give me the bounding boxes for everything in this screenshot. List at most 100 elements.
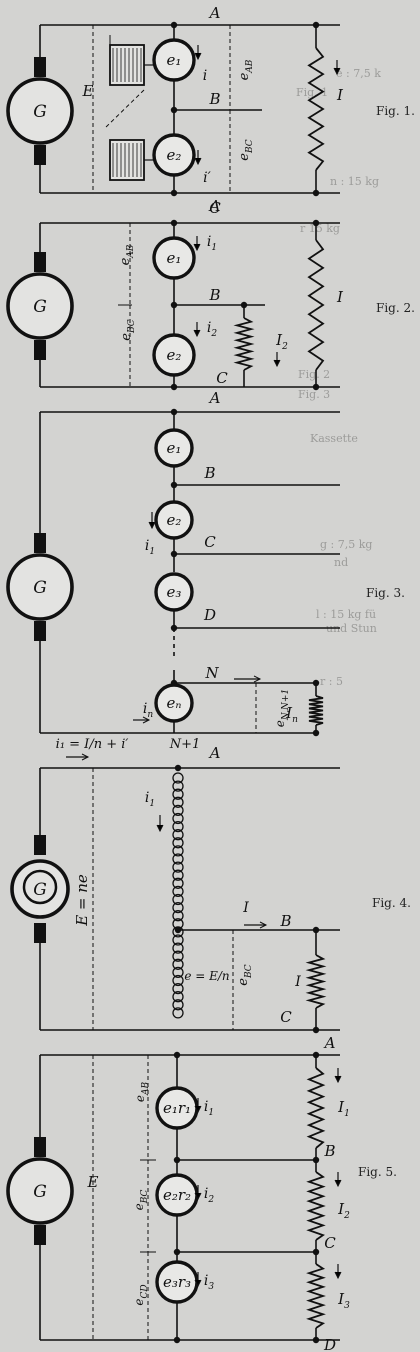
coil-turn-icon — [172, 861, 184, 873]
coil-turn-icon — [172, 796, 184, 808]
arrow-head — [259, 921, 268, 929]
figure-caption: Fig. 1. — [376, 104, 415, 118]
coil-turn-icon — [172, 942, 184, 954]
coil-turn-icon — [172, 853, 184, 865]
node-A: A — [208, 197, 221, 215]
brush-icon — [34, 57, 46, 77]
voltage-E: E = ne — [73, 874, 91, 927]
node-B: B — [279, 912, 291, 930]
coil-turn-icon — [172, 845, 184, 857]
node-A: A — [323, 1034, 336, 1052]
generator-inner-icon — [22, 869, 58, 905]
node-C: C — [209, 199, 221, 217]
arrow-head — [194, 1279, 202, 1288]
bleed-through-text: Kassette — [310, 432, 358, 445]
node-B: B — [323, 1142, 335, 1160]
coil-icon — [109, 44, 145, 86]
bleed-through-text: r : 5 — [320, 675, 343, 688]
coil-turn-icon — [172, 966, 184, 979]
coil-turn-icon — [172, 999, 184, 1011]
generator-label: G — [33, 578, 47, 598]
cell-label: e₁ — [167, 51, 182, 69]
current-i-prime: i′ — [203, 170, 211, 186]
node-C: C — [324, 1234, 336, 1252]
cell-label: e₁ — [167, 249, 182, 267]
voltage-eBC: eBC — [236, 964, 254, 985]
brush-icon — [34, 533, 46, 553]
current-I2: I2 — [337, 1200, 350, 1221]
cell-label: e₂r₂ — [163, 1186, 191, 1204]
generator-icon — [6, 553, 74, 621]
coil-turn-icon — [172, 982, 184, 995]
arrow-head — [334, 1075, 342, 1084]
voltage-E: E — [82, 82, 94, 100]
load-resistor — [307, 47, 325, 171]
cell-label: e₂ — [167, 146, 182, 164]
node-B: B — [208, 286, 220, 304]
coil-turn-icon — [172, 893, 184, 906]
generator-icon — [6, 77, 74, 145]
brush-icon — [34, 340, 46, 360]
coil-turn-icon — [172, 950, 184, 962]
bleed-through-text: Fig. 1 — [296, 86, 328, 99]
coil-turn-icon — [172, 1007, 184, 1019]
node-D: D — [323, 1336, 336, 1352]
voltage-eCD: eCD — [132, 1284, 150, 1305]
generator-label: G — [33, 880, 47, 900]
supply-current-label: i₁ = I/n + i′ — [56, 737, 129, 752]
current-i: i — [203, 68, 207, 84]
node-C: C — [204, 533, 216, 551]
arrow-head — [334, 1271, 342, 1280]
arrow-head — [148, 521, 156, 530]
coil-turn-icon — [172, 869, 184, 881]
load-resistor — [308, 695, 324, 726]
node-C: C — [280, 1008, 292, 1026]
arrow-head — [194, 1192, 202, 1201]
cell-label: e₁ — [167, 439, 182, 457]
arrow-head — [81, 753, 90, 761]
node-N: N — [204, 664, 219, 682]
node-N1: N+1 — [169, 737, 201, 752]
coil-turn-icon — [172, 772, 184, 784]
coil-turn-icon — [172, 829, 184, 841]
current-I: I — [336, 86, 344, 104]
brush-icon — [34, 145, 46, 165]
coil-turn-icon — [172, 910, 184, 922]
bleed-through-text: Fig. 3 — [298, 388, 330, 401]
coil-turn-icon — [172, 820, 184, 833]
current-I2: I2 — [275, 331, 288, 352]
arrow-head — [193, 243, 201, 252]
load-resistor — [305, 954, 327, 1009]
coil-turn-icon — [172, 974, 184, 987]
current-i2: i2 — [207, 320, 217, 339]
coil-turn-icon — [172, 885, 184, 898]
coil-turn-icon — [172, 958, 184, 970]
voltage-eAB: eAB — [237, 59, 255, 80]
node-A: A — [208, 744, 221, 762]
arrow-head — [142, 716, 151, 724]
coil-turn-icon — [172, 804, 184, 817]
voltage-eN: eN,N+1 — [273, 689, 291, 727]
current-I3: I3 — [337, 1290, 350, 1311]
junction-dot — [312, 729, 320, 737]
current-i2: i2 — [204, 1186, 214, 1205]
voltage-eBC: eBC — [132, 1190, 150, 1211]
load-resistor — [307, 239, 325, 371]
arrow-head — [273, 359, 281, 368]
coil-icon — [109, 139, 145, 181]
bleed-through-text: r 15 kg — [300, 222, 340, 235]
arrow-head — [333, 67, 341, 76]
junction-dot — [174, 764, 182, 772]
current-i1: i1 — [204, 1099, 214, 1118]
junction-dot — [170, 383, 178, 391]
dashed-link — [104, 89, 145, 129]
brush-icon — [34, 621, 46, 641]
current-in: in — [143, 701, 153, 720]
bleed-through-text: nd — [334, 556, 348, 569]
coil-turn-icon — [172, 901, 184, 914]
